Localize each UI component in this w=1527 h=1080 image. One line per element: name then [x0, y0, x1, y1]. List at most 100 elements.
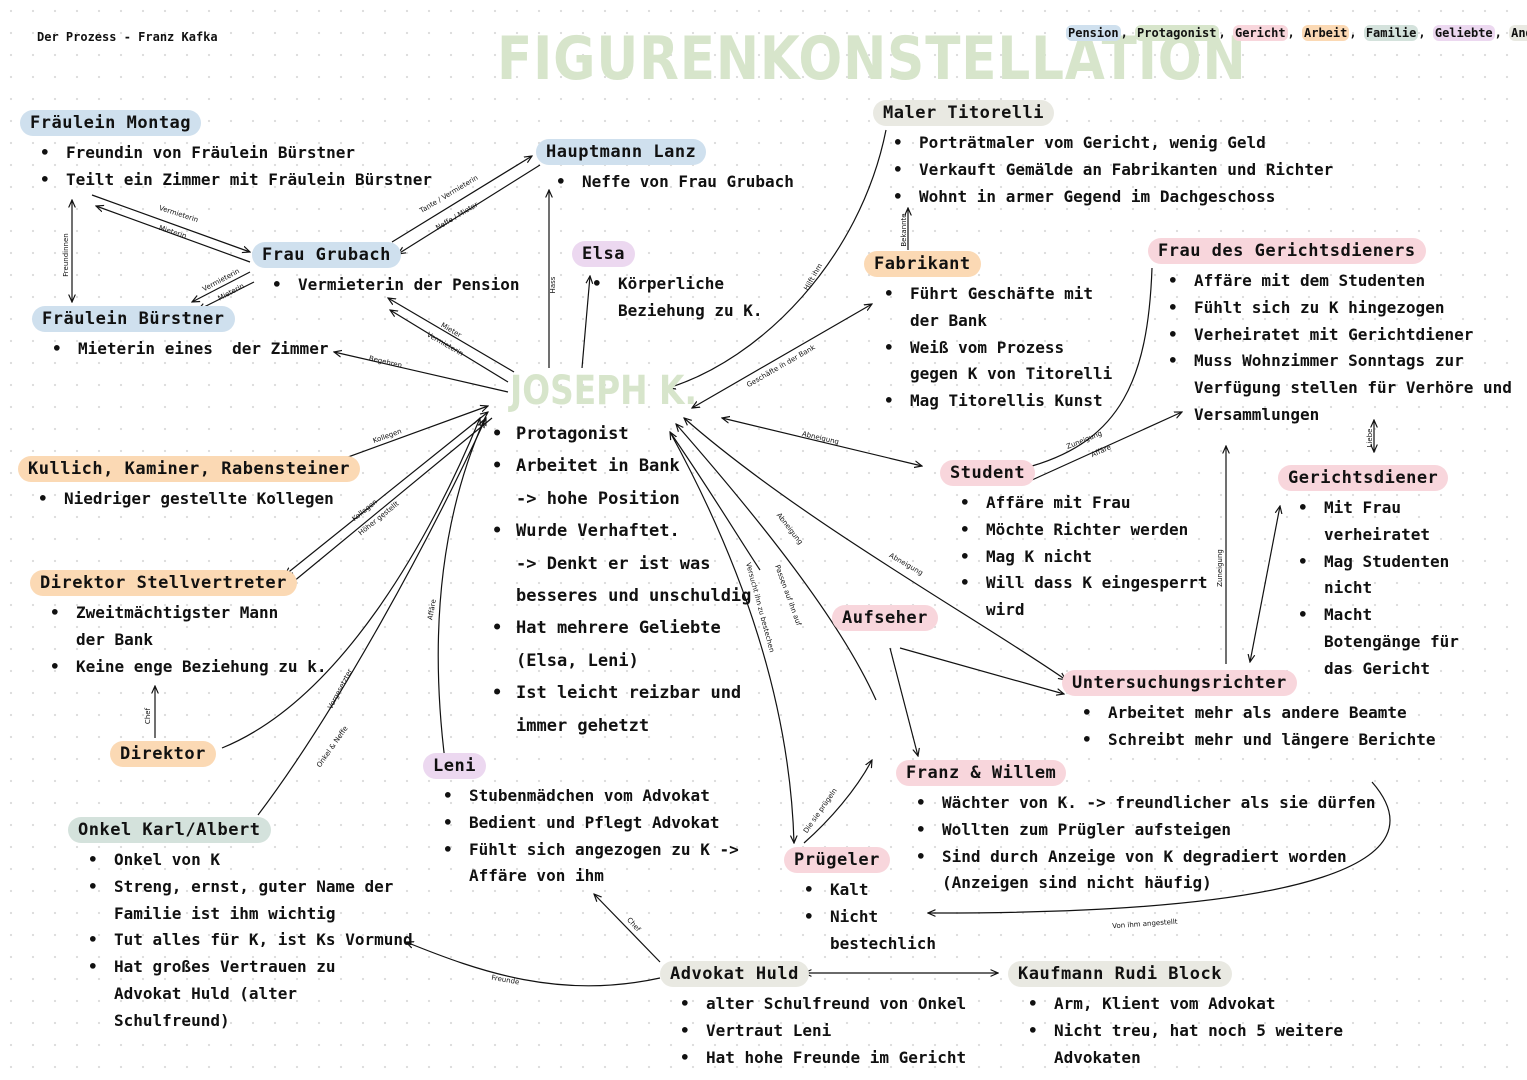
protagonist-note: besseres und unschuldig: [516, 586, 752, 607]
character-note: Stubenmädchen vom Advokat: [443, 783, 739, 810]
character-note: Mag K nicht: [960, 544, 1208, 571]
edge-pruegler-k: [670, 432, 794, 843]
page-title: FIGURENKONSTELLATION: [497, 24, 1247, 94]
character-onkel: Onkel Karl/AlbertOnkel von KStreng, erns…: [68, 817, 413, 1035]
character-notes: Affäre mit dem StudentenFühlt sich zu K …: [1148, 268, 1512, 429]
character-note: Muss Wohnzimmer Sonntags zur Verfügung s…: [1168, 348, 1512, 428]
character-name: Prügeler: [784, 847, 890, 873]
edge-gd-richter-label: Zuneigung: [1216, 549, 1224, 587]
book-source: Der Prozess - Franz Kafka: [37, 30, 218, 44]
character-notes: Zweitmächtigster Mann der BankKeine enge…: [30, 600, 327, 681]
edge-richter-k-label: Abneigung: [888, 551, 925, 577]
character-note: Neffe von Frau Grubach: [556, 169, 794, 196]
edge-k-to-grubach: [390, 310, 509, 383]
legend-gericht: Gericht: [1232, 25, 1288, 41]
character-note: Führt Geschäfte mit der Bank: [884, 281, 1112, 335]
character-note: Wollten zum Prügler aufsteigen: [916, 817, 1375, 844]
edge-lanz-to-grubach: [398, 164, 541, 254]
edge-direktor-k-label: Vorgesetzter: [326, 668, 354, 711]
character-note: Freundin von Fräulein Bürstner: [40, 140, 432, 167]
edge-aufseher-k-label: Abneigung: [775, 511, 805, 546]
edge-grubach-to-montag-label: Mieterin: [158, 224, 188, 240]
character-frau_gd: Frau des GerichtsdienersAffäre mit dem S…: [1148, 238, 1512, 429]
character-note: Niedriger gestellte Kollegen: [38, 486, 360, 513]
character-notes: Arbeitet mehr als andere BeamteSchreibt …: [1062, 700, 1436, 754]
character-pruegler: PrügelerKaltNicht bestechlich: [784, 847, 936, 957]
edge-richter-gd: [1250, 506, 1280, 662]
edge-huld-onkel: [406, 942, 661, 987]
character-student: StudentAffäre mit FrauMöchte Richter wer…: [940, 460, 1208, 624]
character-note: Arm, Klient vom Advokat: [1028, 991, 1343, 1018]
character-note: Wohnt in armer Gegend im Dachgeschoss: [893, 184, 1333, 211]
character-gerichtsdiener: GerichtsdienerMit Frau verheiratetMag St…: [1278, 465, 1459, 683]
legend-separator: ,: [1418, 26, 1433, 40]
character-note: Hat großes Vertrauen zu Advokat Huld (al…: [88, 954, 413, 1034]
character-name: Kullich, Kaminer, Rabensteiner: [18, 456, 361, 482]
character-fabrikant: FabrikantFührt Geschäfte mit der BankWei…: [864, 251, 1112, 415]
character-note: Mag Titorellis Kunst: [884, 388, 1112, 415]
character-name: Advokat Huld: [660, 961, 809, 987]
character-kollegen: Kullich, Kaminer, RabensteinerNiedriger …: [18, 456, 361, 513]
character-notes: Mieterin eines der Zimmer: [32, 336, 329, 363]
character-note: Fühlt sich angezogen zu K -> Affäre von …: [443, 837, 739, 891]
legend-separator: ,: [1494, 26, 1510, 40]
legend-geliebte: Geliebte: [1432, 25, 1495, 41]
edge-direktor-stellvertreter-label: Chef: [144, 707, 152, 724]
character-note: Kalt: [804, 877, 936, 904]
character-note: Macht Botengänge für das Gericht: [1298, 602, 1459, 682]
edge-huld-leni: [594, 894, 661, 963]
protagonist-note: (Elsa, Leni): [516, 650, 639, 671]
character-name: Franz & Willem: [896, 760, 1067, 786]
character-name: Onkel Karl/Albert: [68, 817, 271, 843]
character-montag: Fräulein MontagFreundin von Fräulein Bür…: [20, 110, 432, 194]
legend-separator: ,: [1287, 26, 1302, 40]
protagonist-note: Wurde Verhaftet.: [492, 515, 751, 548]
character-block: Kaufmann Rudi BlockArm, Klient vom Advok…: [1008, 961, 1343, 1071]
character-name: Hauptmann Lanz: [536, 139, 707, 165]
character-note: Tut alles für K, ist Ks Vormund: [88, 927, 413, 954]
character-note: Mit Frau verheiratet: [1298, 495, 1459, 549]
character-note: Sind durch Anzeige von K degradiert word…: [916, 844, 1375, 898]
character-notes: KaltNicht bestechlich: [784, 877, 936, 957]
protagonist-note: -> Denkt er ist was: [516, 553, 711, 574]
edge-buerstner-k: [334, 352, 509, 393]
character-note: Teilt ein Zimmer mit Fräulein Bürstner: [40, 167, 432, 194]
character-name: Fräulein Bürstner: [32, 306, 235, 332]
edge-lanz-k-label: Hass: [549, 276, 557, 293]
character-leni: LeniStubenmädchen vom AdvokatBedient und…: [423, 753, 739, 890]
character-note: Streng, ernst, guter Name der Familie is…: [88, 874, 413, 928]
character-note: Körperliche Beziehung zu K.: [592, 271, 762, 325]
character-note: Will dass K eingesperrt wird: [960, 570, 1208, 624]
character-name: Kaufmann Rudi Block: [1008, 961, 1232, 987]
character-notes: Vermieterin der Pension: [252, 272, 520, 299]
edge-onkel-k-label: Onkel & Neffe: [315, 725, 349, 769]
edge-montag-to-grubach: [91, 194, 250, 252]
character-notes: Mit Frau verheiratetMag Studenten nichtM…: [1278, 495, 1459, 683]
edge-buerstner-k-label: Begehren: [368, 354, 403, 369]
character-name: Maler Titorelli: [873, 100, 1055, 126]
character-name: Fabrikant: [864, 251, 981, 277]
character-note: Vertraut Leni: [680, 1018, 966, 1045]
protagonist-note: Hat mehrere Geliebte: [492, 612, 751, 645]
character-lanz: Hauptmann LanzNeffe von Frau Grubach: [536, 139, 794, 196]
character-notes: Führt Geschäfte mit der BankWeiß vom Pro…: [864, 281, 1112, 415]
character-note: Porträtmaler vom Gericht, wenig Geld: [893, 130, 1333, 157]
character-note: Arbeitet mehr als andere Beamte: [1082, 700, 1436, 727]
character-name: Leni: [423, 753, 486, 779]
character-notes: Porträtmaler vom Gericht, wenig GeldVerk…: [873, 130, 1333, 210]
character-note: Verheiratet mit Gerichtdiener: [1168, 322, 1512, 349]
edge-titorelli-fabrikant-label: Bekannte: [900, 213, 908, 246]
edge-aufseher-franz: [889, 647, 918, 756]
character-notes: Niedriger gestellte Kollegen: [18, 486, 360, 513]
character-note: Bedient und Pflegt Advokat: [443, 810, 739, 837]
protagonist-note: Arbeitet in Bank: [492, 450, 751, 483]
protagonist-note: immer gehetzt: [516, 715, 650, 736]
character-note: Keine enge Beziehung zu k.: [50, 654, 327, 681]
category-legend: Pension, Protagonist, Gericht, Arbeit, F…: [1066, 25, 1527, 41]
character-name: Gerichtsdiener: [1278, 465, 1449, 491]
edge-grubach-to-lanz: [391, 156, 532, 243]
edge-richter-franz-label: Von ihm angestellt: [1112, 918, 1178, 931]
character-name: Direktor Stellvertreter: [30, 570, 297, 596]
character-note: Zweitmächtigster Mann der Bank: [50, 600, 326, 654]
character-note: alter Schulfreund von Onkel: [680, 991, 966, 1018]
